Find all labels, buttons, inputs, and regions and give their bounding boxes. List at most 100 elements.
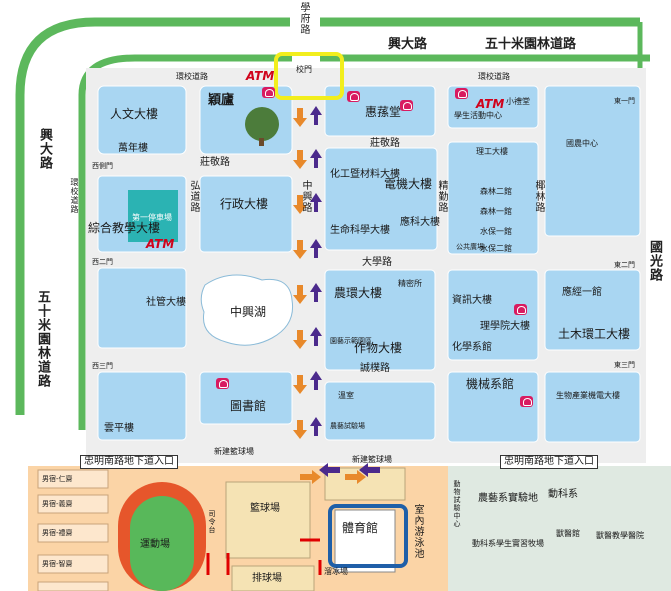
road-jingqin-label: 精勤路: [436, 180, 447, 213]
bldg-tiyuguan: 體育館: [342, 521, 379, 535]
underpass-left: 忠明南路地下道入口: [80, 455, 178, 469]
road-wushi-left-label: 五十米園林道路: [35, 290, 50, 388]
bldg-shouyi: 獸醫館: [556, 529, 580, 538]
bldg-tumu: 土木環工大樓: [558, 327, 631, 341]
block-nonghuan: [324, 269, 436, 371]
bldg-jixie: 機械系館: [466, 377, 515, 391]
store-icon: [347, 91, 360, 102]
field: [130, 496, 194, 591]
bldg-shuibao1: 水保一館: [480, 227, 512, 236]
bldg-shinei: 室內游泳池: [412, 504, 423, 559]
road-huanxiao-label: 環校道路: [176, 72, 208, 81]
block-shehui: [97, 267, 187, 349]
atm-2: ATM: [476, 97, 505, 111]
bldg-yinglu: 穎廬: [208, 93, 235, 108]
block-huagong: [324, 147, 438, 251]
bldg-nongyi-shi: 農藝系實驗地: [478, 493, 538, 504]
road-guoguang-label: 國光路: [647, 240, 662, 282]
block-tumu: [544, 269, 641, 351]
bldg-nongshi: 農藝試驗場: [330, 422, 365, 430]
bldg-shengming: 生命科學大樓: [330, 225, 390, 236]
gate-xisan: 西三門: [92, 362, 113, 370]
block-yunping: [97, 371, 187, 441]
bldg-jiangong: 理工大樓: [476, 147, 508, 156]
road-zhuangjing-label: 莊敬路: [200, 157, 230, 168]
bldg-zixun: 資訊大樓: [452, 295, 492, 306]
bldg-wenshi: 溫室: [338, 391, 354, 400]
bldg-jingmi: 精密所: [398, 279, 422, 288]
road-chengpu-label: 誠樸路: [360, 363, 390, 374]
road-wushi-label: 五十米園林道路: [485, 37, 577, 52]
bldg-nanzhai2: 男宿-義齋: [42, 500, 73, 508]
bldg-zuowu: 作物大樓: [354, 341, 403, 355]
bldg-wanhuo: 萬年樓: [118, 143, 148, 154]
road-xingda-label: 興大路: [388, 37, 428, 52]
bldg-nanzhai4: 男宿-智齋: [42, 560, 73, 568]
bldg-yundong: 運動場: [140, 539, 170, 550]
bldg-nonghuan: 農環大樓: [334, 286, 383, 300]
basketball-court: [225, 481, 311, 559]
highlight-gate: [274, 52, 344, 100]
atm-1: ATM: [246, 69, 275, 83]
bldg-diyi: 第一停車場: [132, 213, 172, 222]
bldg-liubing: 溜冰場: [324, 567, 348, 576]
block-renwen: [97, 85, 187, 155]
bldg-guoying: 國農中心: [566, 139, 598, 148]
block-zixun: [447, 269, 539, 361]
bldg-shuibao2: 水保二館: [480, 244, 512, 253]
bldg-lanqiu: 籃球場: [250, 503, 280, 514]
road-huanxiao-r-label: 環校道路: [478, 72, 510, 81]
road-xingda-left: [15, 17, 290, 415]
atm-3: ATM: [146, 237, 175, 251]
route-arrows-up: [310, 106, 380, 477]
bldg-huiyi: 應經一館: [562, 287, 602, 298]
bldg-siling: 司令台: [208, 510, 216, 534]
road-zhongxing-label: 中興路: [300, 180, 311, 213]
bldg-shehui: 社管大樓: [146, 297, 186, 308]
bldg-xinjian2: 新建籃球場: [352, 455, 392, 464]
underpass-right: 忠明南路地下道入口: [500, 455, 598, 469]
bldg-dongwu: 動物試驗中心: [453, 480, 461, 528]
road-daxue-label: 大學路: [362, 257, 392, 268]
bldg-yingke: 應科大樓: [400, 217, 440, 228]
bldg-shouyi2: 獸醫教學醫院: [596, 531, 644, 540]
bldg-senlin1: 森林一館: [480, 207, 512, 216]
bldg-nongyi: 園藝示範園區: [330, 337, 372, 345]
road-xuefu-label: 學府路: [298, 2, 309, 35]
tree: [245, 107, 279, 141]
store-icon: [216, 378, 229, 389]
bldg-ligong: 理學院大樓: [480, 321, 530, 332]
volleyball-court: [231, 565, 315, 591]
bldg-paiqiu: 排球場: [252, 573, 282, 584]
bldg-shengwu: 生物產業機電大樓: [556, 391, 620, 400]
bldg-senlin2: 森林二館: [480, 187, 512, 196]
bldg-xiaolitang: 小禮堂: [506, 97, 530, 106]
route-arrows-down: [293, 108, 366, 484]
store-icon: [262, 87, 275, 98]
gate-xixi: 西側門: [92, 162, 113, 170]
bldg-nanzhai3: 男宿-禮齋: [42, 529, 73, 537]
block-shengwu: [544, 371, 641, 443]
gate-dong3: 東三門: [614, 361, 635, 369]
gate-dong1: 東一門: [614, 97, 635, 105]
road-huanxiao-left-label: 環校道路: [70, 178, 79, 214]
bldg-huisun: 惠蓀堂: [365, 105, 402, 119]
farm-zone: [448, 466, 671, 591]
road-yilin-label: 椰林路: [533, 180, 544, 213]
gate-main: 校門: [296, 65, 312, 74]
bldg-xinjian: 新建籃球場: [214, 447, 254, 456]
bldg-dongke: 動科系: [548, 489, 578, 500]
bldg-huagong: 化工暨材料大樓: [330, 169, 400, 180]
lake: [200, 274, 294, 346]
bldg-dianji: 電機大樓: [384, 177, 433, 191]
road-xingda-left-label: 興大路: [37, 128, 52, 170]
road-zhuangjing2-label: 莊敬路: [370, 138, 400, 149]
parking-1: [128, 190, 178, 242]
bldg-zonghe: 綜合教學大樓: [88, 221, 161, 235]
bldg-xuesheng: 學生活動中心: [454, 111, 502, 120]
block-xingzheng: [199, 175, 293, 253]
bldg-nanzhai1: 男宿-仁齋: [42, 475, 73, 483]
road-wushi-inner: [78, 54, 292, 96]
